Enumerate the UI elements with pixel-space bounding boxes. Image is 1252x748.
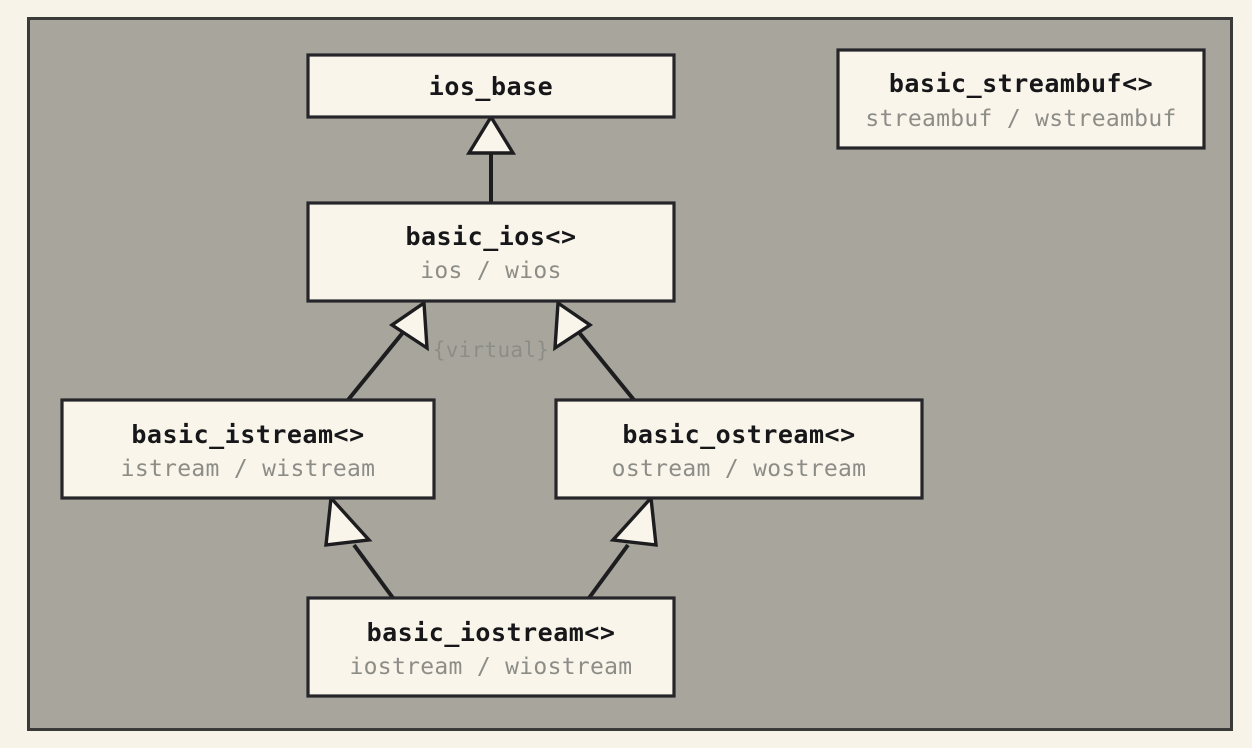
- edge-line: [346, 328, 407, 402]
- class-subtitle: ostream / wostream: [612, 456, 867, 482]
- class-box-basic-streambuf[interactable]: basic_streambuf<> streambuf / wstreambuf: [836, 48, 1206, 150]
- virtual-constraint-label: {virtual}: [433, 338, 550, 362]
- class-title: basic_ios<>: [405, 222, 576, 251]
- class-subtitle: streambuf / wstreambuf: [865, 106, 1176, 132]
- class-title: basic_iostream<>: [367, 618, 616, 647]
- edge-basic-ostream-to-basic-ios: [553, 299, 636, 402]
- class-subtitle: istream / wistream: [121, 456, 376, 482]
- edge-line: [352, 543, 395, 600]
- class-box-basic-ostream[interactable]: basic_ostream<> ostream / wostream: [554, 398, 924, 500]
- class-box-basic-iostream[interactable]: basic_iostream<> iostream / wiostream: [306, 596, 676, 698]
- inheritance-arrowhead-icon: [465, 113, 517, 155]
- class-subtitle: iostream / wiostream: [350, 654, 633, 680]
- class-title: basic_ostream<>: [622, 420, 855, 449]
- class-title: ios_base: [429, 72, 553, 101]
- class-title: basic_istream<>: [131, 420, 364, 449]
- edge-basic-ios-to-ios-base: [465, 113, 517, 203]
- class-box-frame: [60, 398, 436, 500]
- edge-basic-istream-to-basic-ios: [346, 299, 429, 402]
- class-subtitle: ios / wios: [420, 258, 561, 284]
- class-box-frame: [554, 398, 924, 500]
- class-box-basic-ios[interactable]: basic_ios<> ios / wios: [306, 201, 676, 303]
- inheritance-arrowhead-icon: [324, 494, 373, 547]
- class-box-frame: [836, 48, 1206, 150]
- inheritance-arrowhead-icon: [609, 494, 658, 547]
- edge-line: [575, 328, 636, 402]
- class-box-ios-base[interactable]: ios_base: [306, 53, 676, 119]
- class-box-frame: [306, 596, 676, 698]
- class-title: basic_streambuf<>: [889, 69, 1153, 98]
- edge-line: [587, 543, 630, 600]
- edge-basic-iostream-to-basic-istream: [324, 494, 395, 600]
- inheritance-arrowhead-icon: [388, 299, 429, 352]
- class-box-frame: [306, 53, 676, 119]
- edge-basic-iostream-to-basic-ostream: [587, 494, 658, 600]
- inheritance-arrowhead-icon: [553, 299, 594, 352]
- class-box-basic-istream[interactable]: basic_istream<> istream / wistream: [60, 398, 436, 500]
- class-box-frame: [306, 201, 676, 303]
